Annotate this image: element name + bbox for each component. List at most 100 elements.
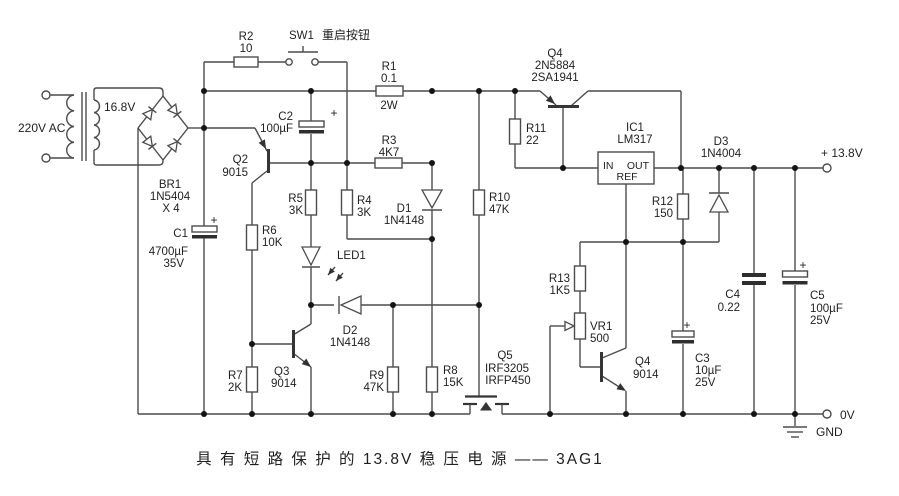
transformer: 16.8V bbox=[66, 87, 164, 166]
c5-value: 100µF bbox=[810, 303, 843, 315]
transistor-q4-adj: Q4 9014 bbox=[600, 352, 659, 391]
c3-polarity: + bbox=[683, 318, 690, 332]
capacitor-c4: C4 0.22 bbox=[718, 273, 766, 314]
ic1-lm317: IC1 LM317 IN OUT REF bbox=[597, 122, 655, 185]
c3-value: 10µF bbox=[695, 365, 721, 377]
resistor-r2: R2 10 bbox=[233, 31, 259, 68]
r10-name: R10 bbox=[489, 192, 510, 204]
resistor-r5: R5 3K bbox=[288, 189, 318, 217]
c1-name: C1 bbox=[173, 228, 188, 240]
ground-symbol: GND bbox=[783, 414, 843, 439]
q4-pass-part-primary: 2N5884 bbox=[535, 60, 576, 72]
c1-polarity: + bbox=[210, 213, 217, 227]
c5-polarity: + bbox=[799, 258, 806, 272]
r5-value: 3K bbox=[289, 205, 303, 217]
d1-name: D1 bbox=[397, 203, 412, 215]
capacitor-c5: + C5 100µF 25V bbox=[781, 258, 843, 327]
transistor-q3: Q3 9014 bbox=[271, 330, 311, 390]
r1-name: R1 bbox=[382, 61, 397, 73]
d2-part: 1N4148 bbox=[330, 337, 370, 349]
output-negative: 0V bbox=[822, 408, 855, 422]
c1-rating: 35V bbox=[164, 258, 185, 270]
r5-name: R5 bbox=[288, 193, 303, 205]
transistor-q4-pass: Q4 2N5884 2SA1941 bbox=[531, 48, 579, 108]
resistor-r13: R13 1K5 bbox=[549, 265, 587, 297]
r8-name: R8 bbox=[443, 365, 458, 377]
ic1-pin-out: OUT bbox=[627, 160, 650, 172]
capacitor-c1: + C1 4700µF 35V bbox=[149, 213, 218, 270]
resistor-r12: R12 150 bbox=[652, 193, 690, 220]
primary-winding bbox=[66, 94, 75, 159]
resistor-r3: R3 4K7 bbox=[374, 135, 403, 169]
q2-part: 9015 bbox=[222, 167, 248, 179]
r4-name: R4 bbox=[357, 195, 372, 207]
vr1-name: VR1 bbox=[590, 321, 612, 333]
r4-value: 3K bbox=[357, 207, 371, 219]
secondary-lead-top bbox=[93, 87, 164, 100]
ic1-pin-ref: REF bbox=[617, 171, 638, 183]
positive-terminal bbox=[822, 163, 832, 173]
ic1-name: IC1 bbox=[626, 122, 644, 134]
br1-qty: X 4 bbox=[162, 203, 180, 215]
negative-terminal bbox=[822, 409, 832, 419]
switch-sw1: SW1 重启按钮 bbox=[285, 27, 370, 66]
schematic-caption: 具 有 短 路 保 护 的 13.8V 稳 压 电 源 —— 3AG1 bbox=[196, 450, 604, 468]
resistor-r4: R4 3K bbox=[340, 189, 372, 219]
q5-part-primary: IRF3205 bbox=[485, 363, 529, 375]
sw1-name: SW1 bbox=[289, 30, 314, 42]
r12-name: R12 bbox=[652, 196, 673, 208]
q3-part: 9014 bbox=[271, 378, 297, 390]
output-positive-label: + 13.8V bbox=[821, 146, 863, 160]
r1-value: 0.1 bbox=[381, 73, 397, 85]
r13-value: 1K5 bbox=[550, 285, 570, 297]
q4-pass-name: Q4 bbox=[547, 48, 563, 60]
output-negative-label: 0V bbox=[840, 408, 855, 422]
c5-name: C5 bbox=[810, 290, 825, 302]
r3-value: 4K7 bbox=[379, 147, 399, 159]
r3-name: R3 bbox=[382, 135, 397, 147]
c5-rating: 25V bbox=[810, 315, 831, 327]
c2-polarity: + bbox=[330, 106, 337, 120]
r2-name: R2 bbox=[239, 31, 254, 43]
q3-name: Q3 bbox=[274, 366, 289, 378]
resistor-r6: R6 10K bbox=[245, 224, 283, 251]
mosfet-q5: Q5 IRF3205 IRFP450 bbox=[463, 350, 531, 414]
diode-d3: D3 1N4004 bbox=[701, 136, 742, 213]
c3-rating: 25V bbox=[695, 377, 716, 389]
q4-adj-name: Q4 bbox=[635, 356, 651, 368]
ac-terminal-bottom bbox=[41, 153, 51, 163]
vr1-value: 500 bbox=[590, 333, 609, 345]
r10-value: 47K bbox=[489, 204, 510, 216]
r7-name: R7 bbox=[228, 370, 243, 382]
secondary-lead-bottom bbox=[93, 150, 164, 166]
ground-label: GND bbox=[816, 425, 843, 439]
d2-name: D2 bbox=[343, 325, 358, 337]
r12-value: 150 bbox=[654, 208, 673, 220]
resistor-r7: R7 2K bbox=[228, 366, 259, 394]
r11-value: 22 bbox=[526, 135, 539, 147]
q5-name: Q5 bbox=[497, 350, 512, 362]
resistor-r9: R9 47K bbox=[364, 366, 400, 394]
resistor-r10: R10 47K bbox=[472, 189, 510, 216]
br1-name: BR1 bbox=[159, 179, 181, 191]
wire-segments bbox=[50, 61, 823, 415]
bridge-diode-icon bbox=[141, 106, 157, 121]
c4-name: C4 bbox=[725, 289, 740, 301]
c2-name: C2 bbox=[278, 111, 293, 123]
r13-name: R13 bbox=[549, 273, 570, 285]
c1-value: 4700µF bbox=[149, 246, 188, 258]
c3-name: C3 bbox=[695, 353, 710, 365]
output-positive: + 13.8V bbox=[821, 146, 863, 173]
d3-name: D3 bbox=[714, 136, 729, 148]
r1-rating: 2W bbox=[380, 100, 397, 112]
r9-value: 47K bbox=[364, 382, 385, 394]
led1-name: LED1 bbox=[337, 250, 366, 262]
r11-name: R11 bbox=[526, 123, 546, 135]
ac-input-label: 220V AC bbox=[18, 121, 66, 135]
r7-value: 2K bbox=[228, 382, 242, 394]
d3-part: 1N4004 bbox=[701, 148, 742, 160]
potentiometer-vr1: VR1 500 bbox=[564, 312, 612, 345]
d1-part: 1N4148 bbox=[384, 215, 424, 227]
